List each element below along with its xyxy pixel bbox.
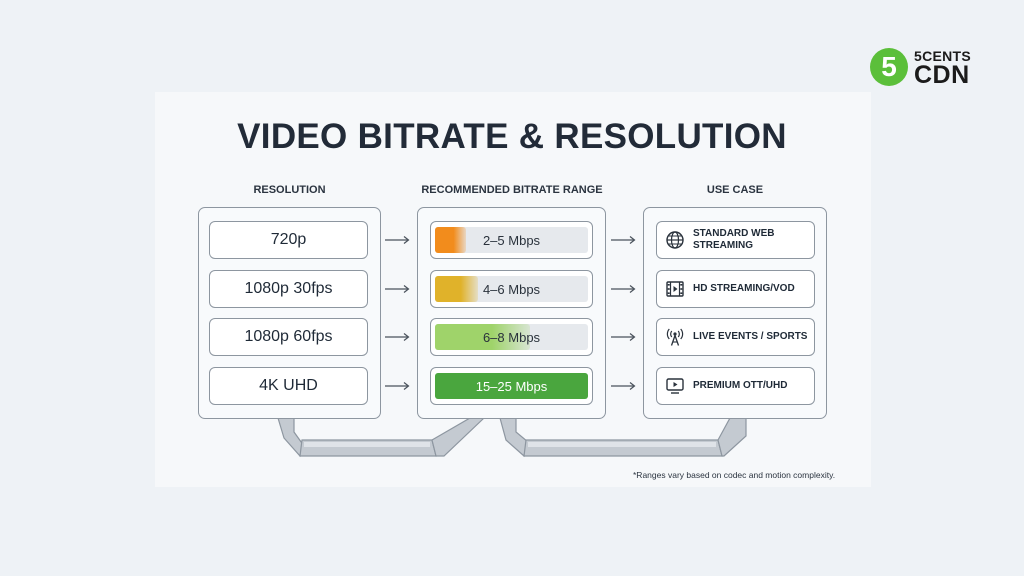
use-case-label: LIVE EVENTS / SPORTS [693,331,808,342]
globe-icon [666,231,684,249]
bitrate-bar: 2–5 Mbps [435,227,588,253]
arrow-right-icon [611,236,636,244]
bitrate-label: 6–8 Mbps [482,329,541,345]
column-header-bitrate: RECOMMENDED BITRATE RANGE [421,184,603,196]
bitrate-item: 15–25 Mbps [430,367,593,405]
logo-wordmark-top: 5CENTS [914,48,972,64]
use-case-item: LIVE EVENTS / SPORTS [656,318,815,356]
arrow-right-icon [385,285,410,293]
column-header-use-case: USE CASE [706,184,764,196]
film-icon [666,281,684,297]
arrow-right-icon [385,382,410,390]
bitrate-bar-fill [435,227,466,253]
use-case-item: PREMIUM OTT/UHD [656,367,815,405]
bitrate-item: 6–8 Mbps [430,318,593,356]
logo-mark: 5 [870,48,908,86]
arrow-right-icon [611,285,636,293]
bitrate-bar: 4–6 Mbps [435,276,588,302]
use-case-item: STANDARD WEB STREAMING [656,221,815,259]
use-case-label: STANDARD WEB STREAMING [693,228,775,251]
arrow-right-icon [385,333,410,341]
bitrate-label: 15–25 Mbps [475,378,548,394]
diagram-title: VIDEO BITRATE & RESOLUTION [237,117,787,156]
bitrate-bar: 6–8 Mbps [435,324,588,350]
resolution-item: 4K UHD [209,367,368,405]
use-case-label: PREMIUM OTT/UHD [693,380,788,391]
bitrate-label: 4–6 Mbps [482,281,541,297]
use-case-label: HD STREAMING/VOD [693,283,795,294]
bitrate-bar: 15–25 Mbps [435,373,588,399]
arrow-right-icon [611,382,636,390]
resolution-item: 1080p 60fps [209,318,368,356]
bitrate-bar-fill [435,373,588,399]
use-case-item: HD STREAMING/VOD [656,270,815,308]
column-header-resolution: RESOLUTION [253,184,326,196]
logo-wordmark-bottom: CDN [914,61,970,89]
broadcast-antenna-icon [666,328,684,346]
bitrate-bar-fill [435,324,530,350]
bitrate-item: 2–5 Mbps [430,221,593,259]
resolution-item: 720p [209,221,368,259]
arrow-right-icon [611,333,636,341]
brand-logo: 5 5CENTS CDN [870,46,982,89]
tv-play-icon [666,378,684,394]
bitrate-label: 2–5 Mbps [482,232,541,248]
arrow-right-icon [385,236,410,244]
resolution-item: 1080p 30fps [209,270,368,308]
bitrate-item: 4–6 Mbps [430,270,593,308]
footnote: *Ranges vary based on codec and motion c… [633,470,836,480]
bitrate-bar-fill [435,276,478,302]
